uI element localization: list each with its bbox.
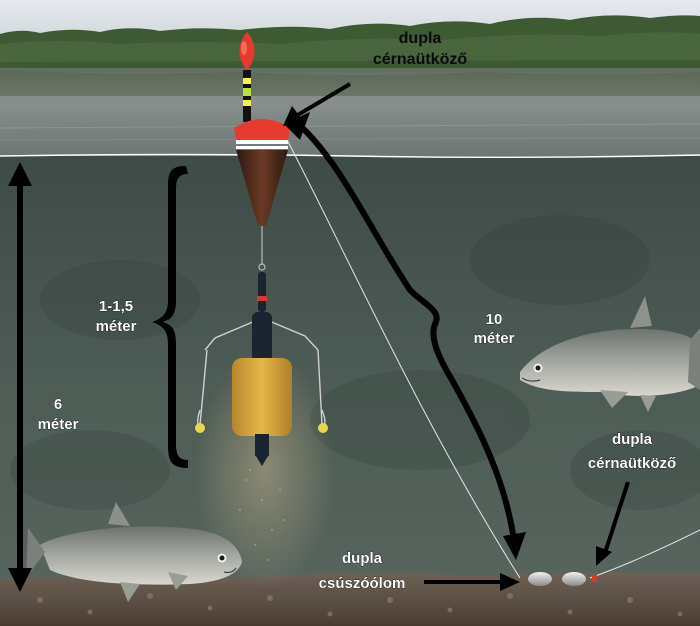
float xyxy=(234,32,290,226)
carp-fish-right xyxy=(520,296,700,412)
groundbait-particles xyxy=(239,469,285,561)
top-stop-callout-arrow xyxy=(283,82,352,126)
sinker-label-line1: dupla xyxy=(342,550,383,567)
feeder-arms xyxy=(197,317,326,431)
sinker-callout-arrow xyxy=(424,573,520,591)
carp-fish-left xyxy=(26,502,242,602)
groundbait-feeder xyxy=(232,358,292,436)
water-surface-line xyxy=(0,153,700,159)
line-length-label-line1: 10 xyxy=(486,311,503,328)
depth-arrow xyxy=(8,162,32,592)
depth-label-line1: 6 xyxy=(54,396,62,413)
range-brace xyxy=(152,166,188,468)
hook-bait-left xyxy=(195,423,205,433)
bottom-stop-callout-arrow xyxy=(596,481,630,566)
top-stop-label-line1: dupla xyxy=(399,30,442,47)
feeder xyxy=(232,312,292,466)
swivel xyxy=(257,263,267,312)
range-label-line2: méter xyxy=(96,318,137,335)
pebbles xyxy=(37,593,683,617)
main-line-end xyxy=(589,529,700,579)
bottom-stop-label-line1: dupla xyxy=(612,431,653,448)
hook-bait-right xyxy=(318,423,328,433)
line-length-label-line2: méter xyxy=(474,330,515,347)
sliding-sinkers xyxy=(528,572,586,586)
rock-texture xyxy=(10,215,700,510)
groundbait-cloud xyxy=(195,350,335,590)
top-stop-label-line2: cérnaütköző xyxy=(373,51,467,68)
range-label-line1: 1-1,5 xyxy=(99,298,133,315)
line-length-arrow xyxy=(284,112,526,560)
sinker-label-line2: csúszóólom xyxy=(319,575,406,592)
float-body xyxy=(236,150,288,226)
main-line xyxy=(282,131,521,579)
bottom-stop-label-line2: cérnaütköző xyxy=(588,455,676,472)
tree-line-front xyxy=(0,32,700,62)
depth-label-line2: méter xyxy=(38,416,79,433)
bottom-stop-knot xyxy=(592,575,597,582)
tree-reflection xyxy=(0,70,700,96)
